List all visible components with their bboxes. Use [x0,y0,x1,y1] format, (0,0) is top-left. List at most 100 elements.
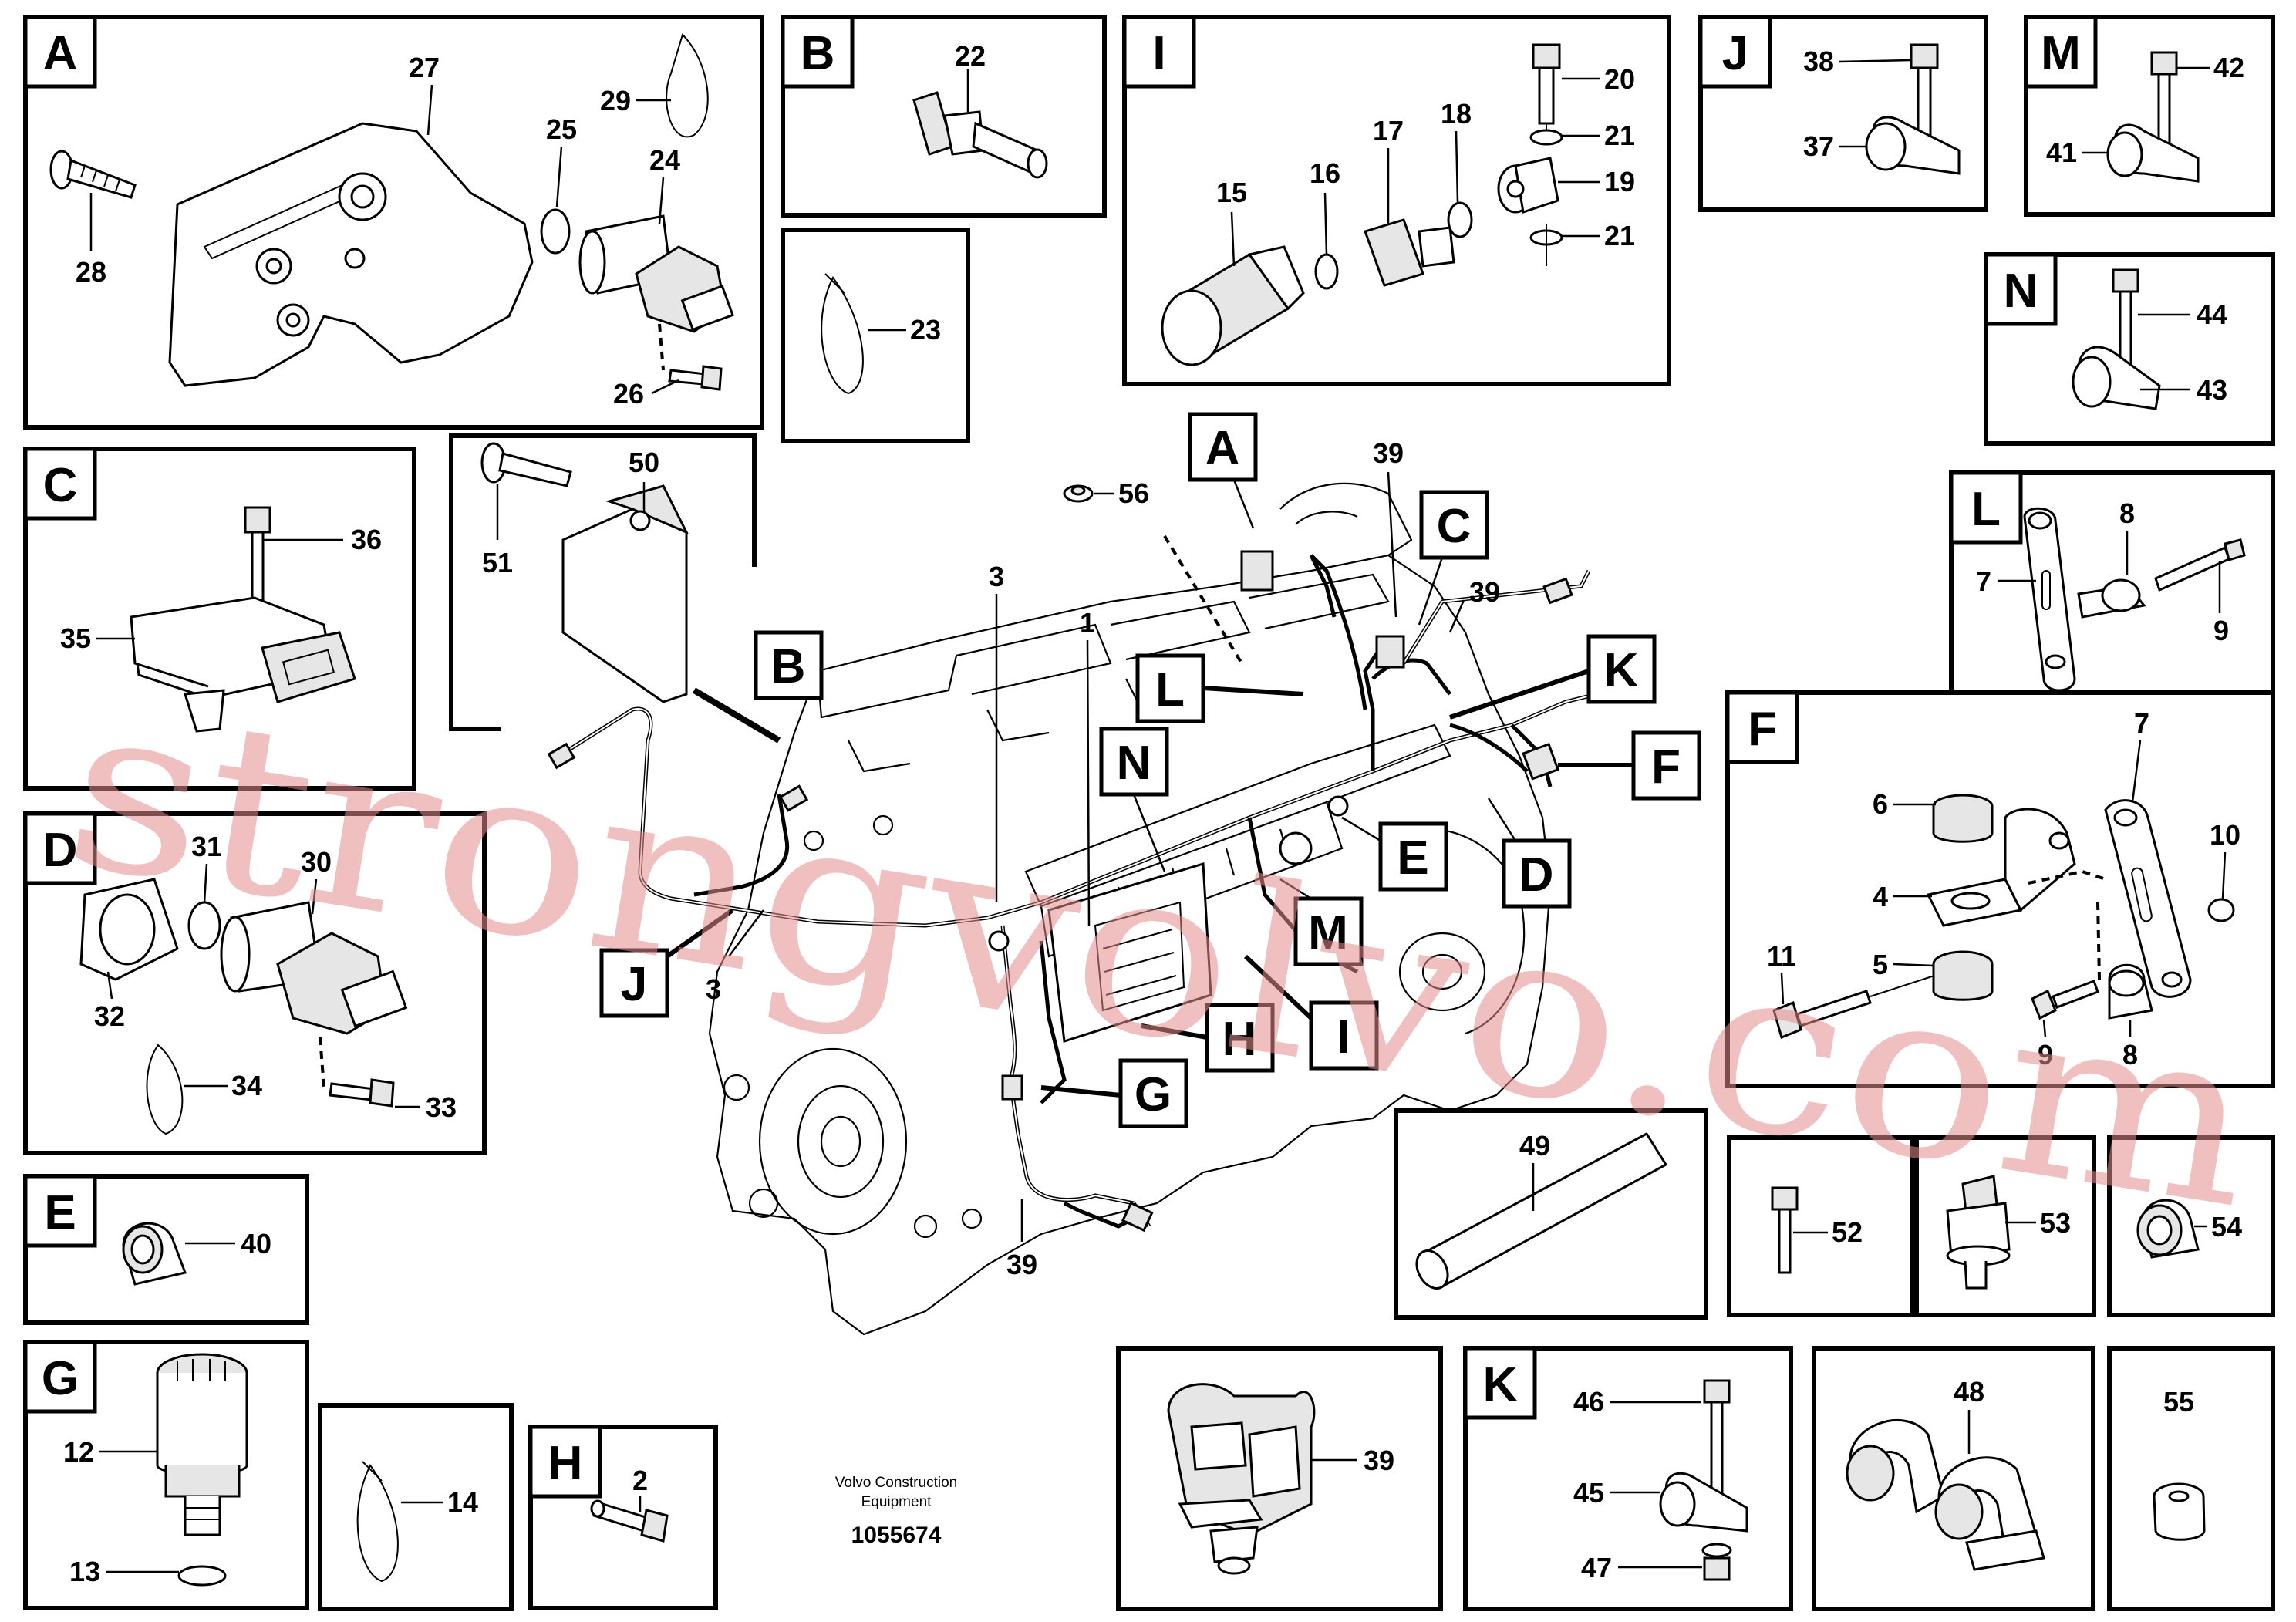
part-number: 37 [1803,130,1834,162]
callout-i: I [1243,954,1379,1071]
svg-text:J: J [621,958,647,1011]
part-number: 3 [989,561,1004,592]
part-number: 55 [2163,1386,2194,1418]
part-number: 49 [1519,1130,1550,1162]
pressure-sensor [156,1353,248,1536]
cable-tie [146,1044,184,1135]
svg-text:F: F [1651,740,1681,794]
bracket-plate [2104,799,2192,998]
fuel-pump [1398,932,1486,1012]
callout-e: E [1341,816,1448,892]
panel-h: H 2 [528,1425,718,1610]
cable-clip [1167,1383,1316,1575]
gasket [79,878,179,981]
sensor [1327,795,1349,817]
svg-text:B: B [771,640,806,693]
svg-text:L: L [1155,663,1185,717]
callout-f: F [1558,730,1701,801]
bolt [480,442,572,487]
credit-line-2: Equipment [861,1494,932,1510]
bracket-with-clamp [2023,507,2246,692]
sealing-ring [1447,201,1473,238]
part-number: 17 [1373,115,1404,147]
panel-f-letter: F [1748,703,1777,756]
credit-line-1: Volvo Construction [835,1475,957,1491]
part-number: 16 [1310,157,1340,189]
part-number: 8 [2122,1039,2138,1071]
callout-c: C [1418,490,1489,626]
part-number: 5 [1873,949,1888,980]
clamp [2136,1199,2200,1259]
nut [1703,1556,1731,1581]
callout-h: H [1141,1003,1275,1073]
speed-sensor [220,901,408,1035]
loose-part-53: 53 [1914,1135,2096,1317]
panel-e-letter: E [44,1186,76,1239]
part-number: 14 [447,1486,478,1518]
part-number: 41 [2046,137,2077,168]
connector [547,742,576,770]
callout-b: B [692,630,824,744]
crankshaft-pulley [758,1047,908,1236]
panel-k-letter: K [1483,1358,1518,1411]
panel-j-letter: J [1722,27,1748,80]
svg-text:H: H [1222,1013,1257,1066]
part-number: 35 [60,622,91,654]
panel-f: F [1725,690,2275,1088]
part-number: 46 [1573,1386,1604,1418]
bracket [561,484,689,703]
panel-h-letter: H [548,1437,583,1490]
part-number: 56 [1118,477,1149,509]
part-number: 33 [426,1091,457,1123]
panel-i-letter: I [1152,27,1165,80]
diagram-footer: Volvo Construction Equipment 1055674 [835,1475,957,1548]
panel-d: D 31 30 32 34 33 [23,811,487,1155]
clamp [2108,963,2153,1020]
bolt [2031,980,2099,1020]
connector [1522,742,1559,781]
temperature-sensor [912,91,1048,179]
part-number: 38 [1803,46,1834,77]
svg-text:G: G [1135,1068,1172,1121]
cable-tie [356,1464,399,1583]
part-number: 54 [2211,1211,2242,1243]
bolt [1771,1186,1799,1274]
part-number: 39 [1364,1445,1394,1476]
part-number: 7 [1976,565,1991,597]
banjo-bolt [1532,43,1561,125]
loose-part-49: 49 [1394,1108,1708,1320]
part-number: 20 [1604,63,1635,95]
part-number: 9 [2213,615,2229,646]
loose-part-14: 14 [318,1403,514,1611]
connector [778,784,809,812]
callout-m: M [1279,878,1364,966]
part-number: 6 [1873,788,1888,820]
part-number: 15 [1216,177,1247,208]
connector [1375,635,1405,669]
loose-part-56 [1063,484,1094,503]
part-number: 12 [63,1436,94,1468]
panel-j: J 38 37 [1698,15,1988,212]
connector [1001,1074,1023,1101]
panel-b: B 22 [781,15,1107,218]
nut [1932,794,1994,843]
adapter [1364,218,1455,287]
part-number: 50 [629,447,659,478]
callout-k: K [1449,634,1657,720]
loose-part-55: 55 [2107,1346,2275,1611]
part-number: 51 [482,547,513,578]
part-number: 21 [1604,120,1635,151]
banjo-fitting [1497,157,1559,214]
connector [1240,550,1274,592]
panel-g: G 12 13 [23,1340,309,1610]
svg-text:I: I [1337,1010,1350,1064]
document-number: 1055674 [851,1523,942,1548]
washer [2207,898,2235,922]
panel-n-letter: N [2004,265,2038,318]
double-clip [1846,1419,2045,1571]
callout-l: L [1135,653,1304,723]
washer [1314,253,1339,290]
part-number: 30 [301,846,332,878]
o-ring [540,208,571,255]
part-number: 19 [1604,166,1635,197]
